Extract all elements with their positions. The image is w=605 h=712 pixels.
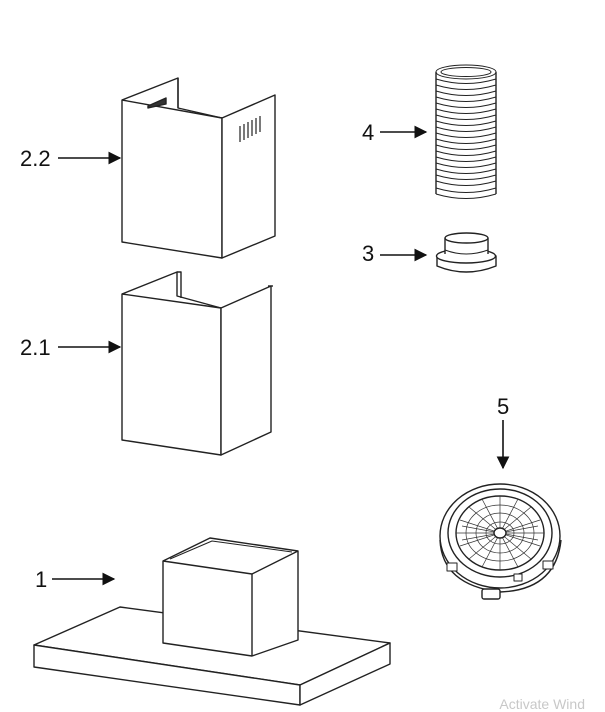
label-carbon-filter: 5 [497,394,510,419]
hood-body [33,537,391,706]
label-chimney-lower: 2.1 [20,335,51,360]
lower-chimney [121,271,273,456]
carbon-filter [439,483,562,600]
flex-duct [435,64,497,199]
label-hood: 1 [35,567,48,592]
watermark-text: Activate Wind [499,696,585,712]
upper-chimney [121,77,276,259]
vent-slots [239,116,261,142]
label-flex-duct: 4 [362,120,375,145]
label-adapter: 3 [362,241,375,266]
leader-arrows [52,125,510,586]
label-chimney-upper: 2.2 [20,146,51,171]
duct-adapter [435,232,497,273]
